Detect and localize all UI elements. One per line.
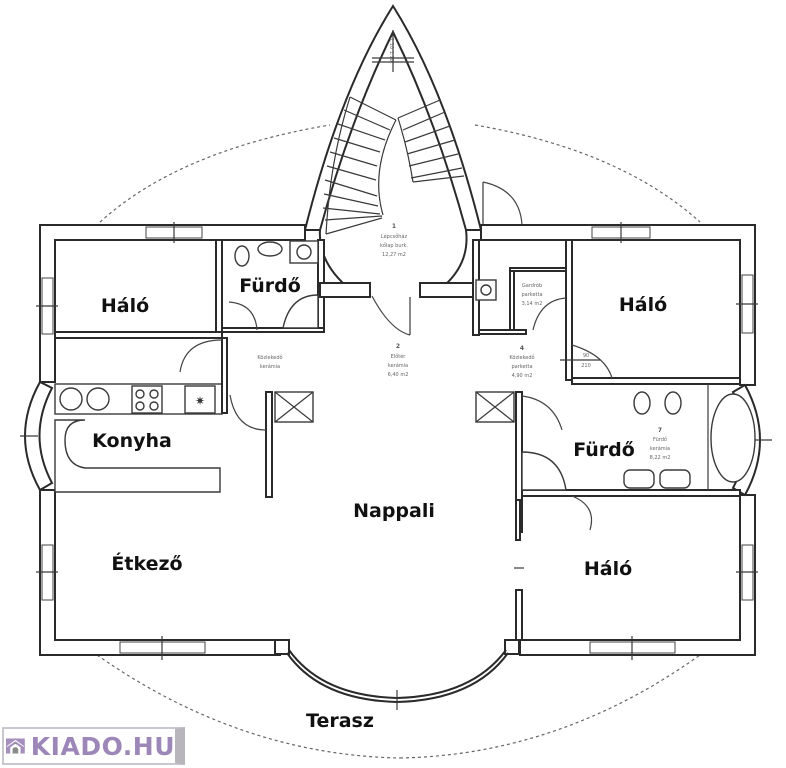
svg-text:4: 4 — [520, 345, 524, 352]
garden-outline-bottom-right — [399, 654, 701, 759]
shower-icon — [282, 294, 319, 329]
garden-outline-top-left — [99, 124, 331, 223]
annotation-furdo: 7 Fürdő kerámia 8,22 m2 — [650, 427, 671, 461]
toilet-icon — [234, 245, 250, 267]
annotation-kozlekedo-right: 4 Közlekedő parketta 4,90 m2 — [509, 345, 534, 379]
svg-text:Lépcsőház: Lépcsőház — [381, 233, 408, 240]
room-label-halo-bottom-right: Háló — [584, 558, 632, 580]
annotation-kozlekedo-left: Közlekedő kerámia — [257, 355, 282, 370]
svg-text:kerámia: kerámia — [260, 363, 280, 370]
svg-text:2: 2 — [396, 343, 400, 350]
washer-icon — [296, 244, 312, 260]
room-label-furdo-right: Fürdő — [573, 439, 635, 461]
fan-icon: ✷ — [195, 394, 205, 408]
svg-text:3,14 m2: 3,14 m2 — [522, 301, 543, 307]
svg-text:1: 1 — [392, 223, 396, 230]
svg-text:90: 90 — [583, 353, 589, 359]
svg-text:kerámia: kerámia — [388, 362, 408, 369]
svg-text:7: 7 — [658, 427, 662, 434]
annotation-lepcsohaz: 1 Lépcsőház kőlap burk. 12,27 m2 — [380, 223, 408, 258]
stair-mark: 1.10 1.10 — [388, 38, 394, 62]
svg-text:kerámia: kerámia — [650, 445, 670, 452]
svg-text:Közlekedő: Közlekedő — [509, 355, 534, 361]
watermark-text: KIADO.HU — [30, 731, 175, 761]
sink-bowl-icon — [59, 387, 83, 411]
garden-outline-top-right — [474, 124, 701, 223]
house-logo-icon — [6, 738, 25, 754]
svg-text:Gardrób: Gardrób — [522, 282, 542, 289]
room-label-etkezo: Étkező — [111, 552, 182, 575]
stair-flight-right — [397, 99, 465, 183]
stair-tower: 1.10 1.10 — [303, 4, 523, 286]
svg-text:4,90 m2: 4,90 m2 — [512, 373, 533, 379]
svg-text:Fürdő: Fürdő — [653, 437, 667, 443]
garden-outline-bottom-left — [96, 654, 401, 759]
svg-text:Előtér: Előtér — [391, 353, 407, 360]
room-label-konyha: Konyha — [92, 430, 172, 452]
svg-text:6,40 m2: 6,40 m2 — [388, 372, 409, 378]
bathtub-icon — [710, 393, 756, 483]
toilet-icon — [633, 391, 651, 415]
fixtures: ✷ — [59, 240, 756, 569]
room-label-halo-top-left: Háló — [101, 295, 149, 317]
room-label-furdo-top: Fürdő — [239, 275, 301, 297]
room-label-terasz: Terasz — [306, 710, 374, 732]
svg-text:12,27 m2: 12,27 m2 — [382, 252, 406, 258]
annotation-door-dimension: 90 210 — [581, 353, 591, 369]
svg-text:parketta: parketta — [521, 292, 542, 298]
stair-flight-left — [322, 96, 397, 235]
bidet-icon — [664, 391, 682, 415]
annotation-gardrob: Gardrób parketta 3,14 m2 — [521, 282, 542, 307]
room-label-halo-top-right: Háló — [619, 294, 667, 316]
sink-icon — [257, 241, 283, 257]
sink-icon — [659, 469, 691, 489]
svg-text:kőlap burk.: kőlap burk. — [380, 243, 408, 249]
sink-bowl-icon — [86, 387, 110, 411]
sink-icon — [623, 469, 655, 489]
svg-text:210: 210 — [581, 363, 591, 369]
svg-text:parketta: parketta — [511, 364, 532, 370]
annotation-eloter: 2 Előtér kerámia 6,40 m2 — [388, 343, 409, 378]
shower-icon — [521, 451, 567, 491]
svg-text:8,22 m2: 8,22 m2 — [650, 455, 671, 461]
room-label-nappali: Nappali — [353, 500, 435, 522]
svg-text:Közlekedő: Közlekedő — [257, 355, 282, 361]
watermark: KIADO.HU — [2, 727, 185, 765]
